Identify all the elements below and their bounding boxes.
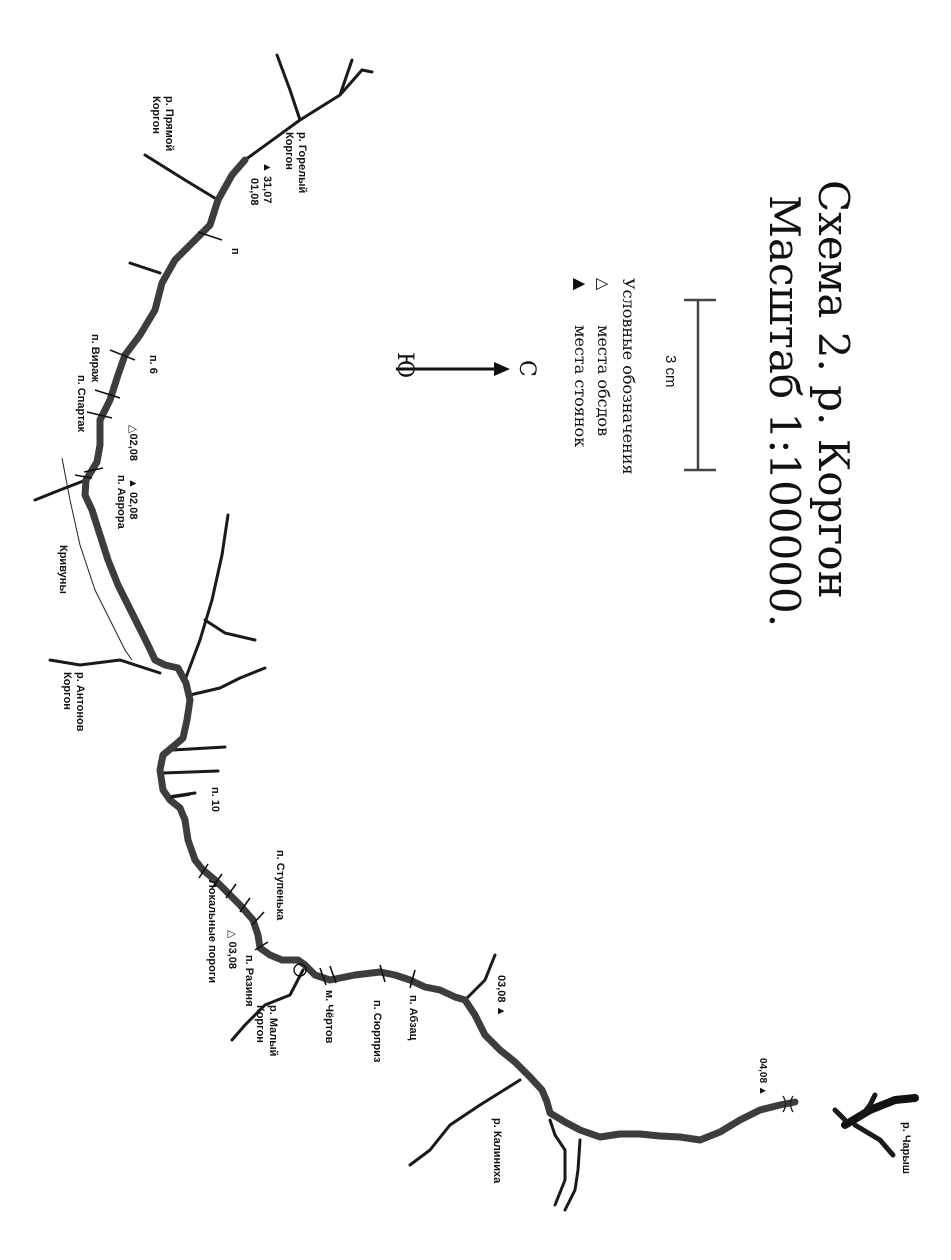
label-m-chertov: м. Чёртов (323, 990, 335, 1044)
rapid-markers (74, 231, 794, 1113)
label-p-stupenka: п. Ступенька (274, 850, 286, 921)
legend-scout-symbol: △ (594, 278, 613, 291)
compass-north: С (514, 360, 539, 377)
legend-camp-text: места стоянок (571, 325, 590, 447)
label-gorelyy-korgon-1: р. Горелый (296, 132, 308, 193)
compass: С Ю (392, 352, 539, 378)
label-charysh: р. Чарыш (900, 1122, 912, 1174)
label-camp-0208: ▲ 02,08 (127, 478, 139, 519)
label-p-raziniya: п. Разиня (243, 955, 255, 1007)
label-p-abzac: п. Абзац (407, 995, 419, 1041)
label-malyy-korgon-1: р. Малый (267, 1005, 279, 1056)
label-p-virazh: п. Вираж (89, 334, 101, 382)
scale-bar: 3 cm (662, 298, 716, 472)
label-lokalnye-porogi: Локальные пороги (206, 880, 218, 983)
map-scale: Масштаб 1:100000. (760, 195, 809, 627)
label-scout-0308: △ 03,08 (226, 930, 238, 969)
label-p-spartak: п. Спартак (75, 375, 87, 433)
krivuny-path (61, 457, 133, 661)
legend-heading: Условные обозначения (619, 278, 638, 475)
label-p-6: п. 6 (147, 355, 159, 374)
compass-south: Ю (392, 352, 417, 378)
label-camp-0308: 03,08 ▲ (495, 975, 507, 1016)
legend-camp-symbol: ▲ (571, 278, 590, 291)
label-pryamoy-korgon-2: Коргон (150, 96, 162, 134)
label-krivuny: Кривуны (57, 545, 69, 594)
label-antonov-korgon-1: р. Антонов (74, 672, 86, 732)
label-camp-3107-1: ▲ 31,07 (261, 162, 273, 203)
label-antonov-korgon-2: Коргон (61, 672, 73, 710)
legend: Условные обозначения △ места обсдов ▲ ме… (571, 278, 638, 475)
label-malyy-korgon-2: Коргон (254, 1005, 266, 1043)
label-scout-0208: △02,08 (127, 425, 139, 461)
label-pryamoy-korgon-1: р. Прямой (163, 96, 175, 151)
main-river-korgon (81, 156, 799, 1144)
label-camp-3107-2: 01,08 (248, 178, 260, 206)
label-p-avrora: п. Аврора (115, 475, 127, 530)
label-p-10: п. 10 (209, 787, 221, 812)
label-gorelyy-korgon-2: Коргон (283, 132, 295, 170)
scale-bar-label: 3 cm (662, 355, 679, 388)
label-p-syurpriz: п. Сюрприз (371, 1000, 383, 1063)
label-kalinikha: р. Калиниха (491, 1118, 503, 1184)
label-camp-0408: 04,08 ▲ (757, 1058, 768, 1096)
tributaries (33, 53, 919, 1212)
map-title: Схема 2. р. Коргон (809, 180, 858, 599)
label-p-kofeyny: п (229, 248, 241, 255)
legend-scout-text: места обсдов (594, 325, 613, 436)
